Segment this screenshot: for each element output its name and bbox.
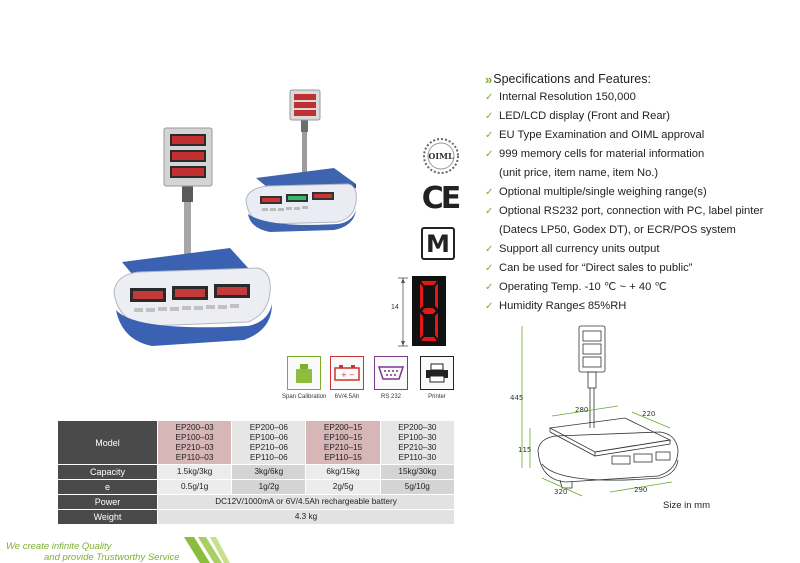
table-row-e: e 0.5g/1g 1g/2g 2g/5g 5g/10g: [57, 479, 456, 495]
row-header-power: Power: [57, 494, 158, 510]
spec-item: ✓ Can be used for “Direct sales to public…: [485, 259, 795, 278]
spec-text: 999 memory cells for material informatio…: [499, 148, 705, 160]
product-photo-large-scale: [113, 127, 272, 346]
spec-item: ✓ Internal Resolution 150,000: [485, 88, 795, 107]
seven-segment-digit: [412, 276, 446, 346]
m-metrology-mark: M: [421, 227, 455, 260]
table-row-weight: Weight 4.3 kg: [57, 509, 455, 525]
spec-item: ✓ 999 memory cells for material informati…: [485, 145, 795, 164]
spec-item: ✓ EU Type Examination and OIML approval: [485, 126, 795, 145]
check-icon: ✓: [485, 263, 494, 274]
dim-total-height: 445: [510, 394, 523, 402]
printer-icon: [420, 356, 454, 390]
spec-text: Humidity Range≤ 85%RH: [499, 300, 627, 312]
dim-base-depth: 290: [634, 486, 647, 494]
feature-span-calibration: Span Calibration: [282, 356, 326, 400]
e-cell: 2g/5g: [305, 479, 381, 495]
check-icon: ✓: [485, 130, 494, 141]
check-icon: ✓: [485, 244, 494, 255]
slogan-line-1: We create infinite Quality: [6, 541, 112, 552]
spec-item: ✓ LED/LCD display (Front and Rear): [485, 107, 795, 126]
display-digit-demo: 14: [390, 270, 470, 350]
spec-text: Optional multiple/single weighing range(…: [499, 186, 707, 198]
spec-item: ✓ Optional RS232 port, connection with PC…: [485, 202, 795, 221]
company-slogan: We create infinite Quality and provide T…: [6, 541, 180, 563]
feature-label: RS 232: [380, 394, 401, 400]
feature-label: Printer: [428, 394, 446, 400]
dimension-drawing: 445 115 280 220 320 290: [510, 325, 679, 497]
capacity-cell: 3kg/6kg: [231, 464, 307, 480]
power-cell: DC12V/1000mA or 6V/4.5Ah rechargeable ba…: [157, 494, 455, 510]
specifications-list: » Specifications and Features: ✓ Internal…: [485, 70, 795, 316]
check-icon: ✓: [485, 149, 494, 160]
spec-text: Operating Temp. -10 ℃ ~ + 40 ℃: [499, 281, 667, 293]
check-icon: ✓: [485, 187, 494, 198]
check-icon: ✓: [485, 206, 494, 217]
feature-label: 6V/4.5Ah: [334, 394, 360, 400]
feature-printer: Printer: [420, 356, 454, 400]
spec-item: ✓ Support all currency units output: [485, 240, 795, 259]
check-icon: ✓: [485, 301, 494, 312]
e-cell: 1g/2g: [231, 479, 307, 495]
spec-text: EU Type Examination and OIML approval: [499, 129, 705, 141]
dim-base-height: 115: [518, 446, 531, 454]
row-header-e: e: [57, 479, 158, 495]
digit-height-label: 14: [391, 304, 399, 311]
slogan-line-2: and provide Trustworthy Service: [44, 552, 180, 563]
dimension-arrow-icon: [398, 277, 408, 347]
dim-top-depth: 220: [642, 410, 655, 418]
product-photo-small-scale: [245, 89, 357, 232]
double-chevron-icon: »: [485, 71, 492, 87]
row-header-capacity: Capacity: [57, 464, 158, 480]
size-unit-label: Size in mm: [663, 500, 710, 511]
feature-label: Span Calibration: [282, 394, 327, 400]
oiml-logo: OIML: [421, 136, 461, 176]
spec-item-continuation: (Datecs LP50, Godex DT), or ECR/POS syst…: [485, 221, 795, 240]
capacity-cell: 1.5kg/3kg: [156, 464, 233, 480]
capacity-cell: 15kg/30kg: [379, 464, 456, 480]
specs-title: Specifications and Features:: [493, 72, 651, 86]
spec-text: (Datecs LP50, Godex DT), or ECR/POS syst…: [499, 224, 736, 236]
specs-heading: » Specifications and Features:: [485, 70, 795, 88]
spec-item: ✓ Optional multiple/single weighing range…: [485, 183, 795, 202]
serial-port-icon: [374, 356, 408, 390]
feature-battery: + − 6V/4.5Ah: [330, 356, 364, 400]
spec-item: ✓ Operating Temp. -10 ℃ ~ + 40 ℃: [485, 278, 795, 297]
spec-item-continuation: (unit price, item name, item No.): [485, 164, 795, 183]
table-row-power: Power DC12V/1000mA or 6V/4.5Ah rechargea…: [57, 494, 455, 510]
spec-text: Optional RS232 port, connection with PC,…: [499, 205, 764, 217]
spec-text: LED/LCD display (Front and Rear): [499, 110, 670, 122]
feature-rs232: RS 232: [374, 356, 408, 400]
check-icon: ✓: [485, 92, 494, 103]
row-header-weight: Weight: [57, 509, 158, 525]
dim-top-width: 280: [575, 406, 588, 414]
ce-mark: CE: [421, 180, 462, 216]
spec-text: (unit price, item name, item No.): [499, 167, 659, 179]
spec-text: Can be used for “Direct sales to public”: [499, 262, 693, 274]
footer-stripe: [0, 537, 230, 563]
row-header-model: Model: [57, 420, 158, 465]
check-icon: ✓: [485, 282, 494, 293]
svg-text:+ −: + −: [341, 371, 355, 379]
spec-text: Internal Resolution 150,000: [499, 91, 636, 103]
battery-icon: + −: [330, 356, 364, 390]
oiml-logo-text: OIML: [428, 151, 454, 161]
spec-item: ✓ Humidity Range≤ 85%RH: [485, 297, 795, 316]
dim-base-width: 320: [554, 488, 567, 496]
weight-cell: 4.3 kg: [157, 509, 455, 525]
weight-icon: [287, 356, 322, 390]
capacity-cell: 6kg/15kg: [305, 464, 381, 480]
table-row-capacity: Capacity 1.5kg/3kg 3kg/6kg 6kg/15kg 15kg…: [57, 464, 456, 480]
spec-text: Support all currency units output: [499, 243, 660, 255]
e-cell: 5g/10g: [379, 479, 456, 495]
check-icon: ✓: [485, 111, 494, 122]
e-cell: 0.5g/1g: [156, 479, 233, 495]
